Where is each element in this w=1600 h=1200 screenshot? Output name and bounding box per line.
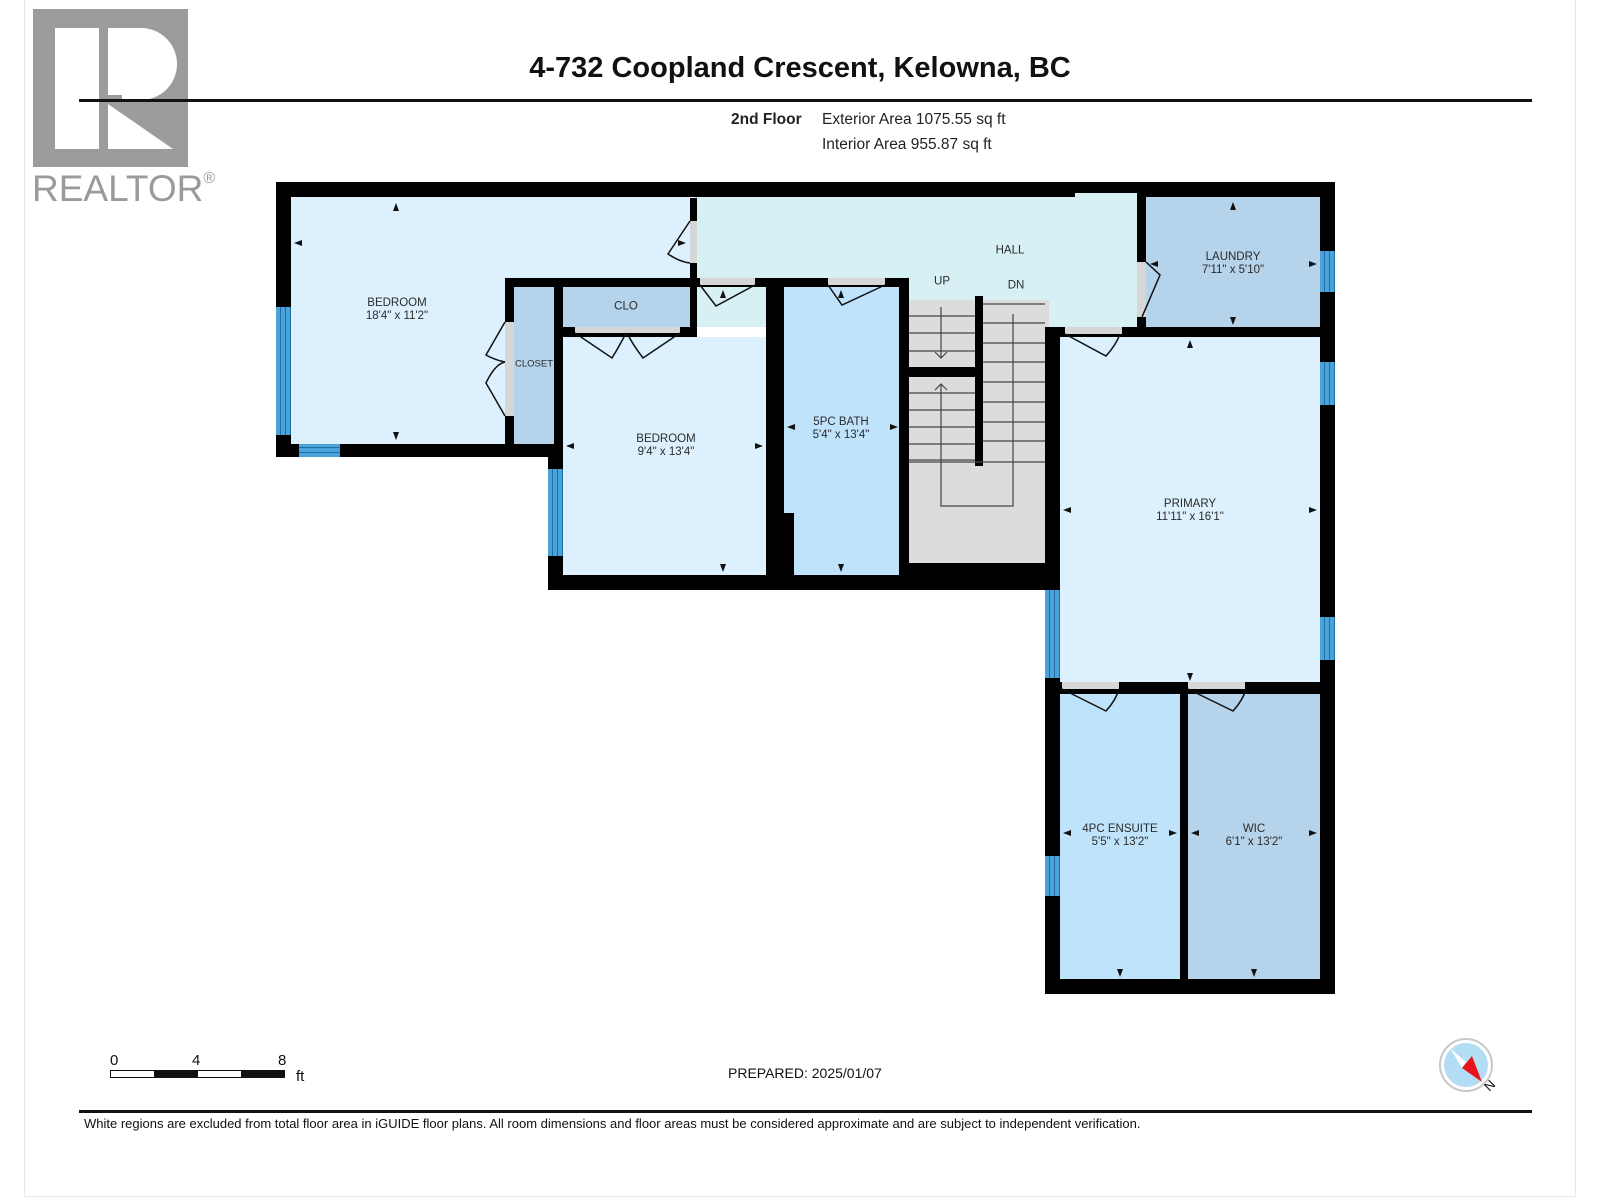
dimension-arrow (1169, 830, 1177, 836)
wall (554, 278, 563, 575)
window (1320, 617, 1335, 660)
page-frame (24, 0, 1576, 1197)
dimension-arrow (1187, 340, 1193, 348)
window (1320, 362, 1335, 405)
window (1045, 590, 1060, 678)
footer-disclaimer: White regions are excluded from total fl… (84, 1116, 1141, 1131)
label-clo: CLO (614, 300, 638, 313)
prepared-date: PREPARED: 2025/01/07 (728, 1065, 882, 1081)
door-opening (1188, 682, 1245, 689)
realtor-logo (33, 9, 188, 167)
dimension-arrow (393, 432, 399, 440)
door-opening (505, 322, 514, 416)
scale-tick-4: 4 (192, 1052, 201, 1069)
window (299, 444, 340, 457)
room-primary (1060, 337, 1320, 682)
window (276, 307, 291, 435)
dimension-arrow (755, 443, 763, 449)
dimension-arrow (838, 564, 844, 572)
wall (505, 278, 695, 287)
dimension-arrow (1063, 507, 1071, 513)
room-5pc-bath (784, 287, 899, 575)
dimension-arrow (1117, 969, 1123, 977)
dimension-arrow (1309, 830, 1317, 836)
wall (1049, 327, 1335, 337)
room-clo (563, 287, 690, 327)
wall (899, 563, 1049, 590)
door-opening (690, 221, 697, 263)
dimension-arrow (1191, 830, 1199, 836)
floor-name: 2nd Floor (731, 111, 802, 128)
stairs-down-label: DN (1007, 279, 1025, 292)
dimension-arrow (890, 424, 898, 430)
label-hall: HALL (995, 244, 1025, 257)
compass-icon (1439, 1038, 1493, 1092)
page-title: 4-732 Coopland Crescent, Kelowna, BC (529, 52, 1071, 84)
window (1045, 856, 1060, 896)
door-opening (1137, 262, 1146, 317)
realtor-wordmark: REALTOR® (32, 168, 216, 209)
room-wic (1188, 694, 1320, 979)
room-laundry (1146, 197, 1320, 327)
dimension-arrow (1251, 969, 1257, 977)
stairs-up-label: UP (934, 275, 950, 288)
window (548, 469, 563, 556)
room-bedroom-2 (563, 337, 766, 575)
dimension-arrow (838, 290, 844, 298)
scale-bar-graphic (110, 1070, 285, 1078)
wall (909, 367, 975, 377)
scale-tick-8: 8 (278, 1052, 287, 1069)
wall (276, 182, 1335, 197)
dimension-arrow (1309, 261, 1317, 267)
dimension-arrow (1150, 261, 1158, 267)
scale-unit: ft (296, 1068, 305, 1085)
window (1320, 251, 1335, 292)
dimension-arrow (787, 424, 795, 430)
dimension-arrow (1063, 830, 1071, 836)
wall (784, 513, 794, 575)
wall (899, 278, 909, 563)
interior-area: Interior Area 955.87 sq ft (822, 136, 992, 153)
dimension-arrow (1230, 202, 1236, 210)
dimension-arrow (1309, 507, 1317, 513)
exterior-area: Exterior Area 1075.55 sq ft (822, 111, 1006, 128)
door-opening (1065, 327, 1122, 334)
dimension-arrow (294, 240, 302, 246)
wall (1180, 682, 1188, 994)
dimension-arrow (720, 564, 726, 572)
dimension-arrow (393, 203, 399, 211)
dimension-arrow (720, 290, 726, 298)
dimension-arrow (566, 443, 574, 449)
door-opening (1062, 682, 1119, 689)
footer-rule (79, 1110, 1532, 1113)
dimension-arrow (1230, 317, 1236, 325)
wall (276, 444, 554, 457)
door-opening (700, 278, 755, 285)
wall (975, 296, 983, 466)
dimension-arrow (678, 240, 686, 246)
wall (1045, 979, 1335, 994)
room-closet (514, 287, 554, 444)
wall (690, 198, 697, 335)
dimension-arrow (1187, 673, 1193, 681)
scale-tick-0: 0 (110, 1052, 119, 1069)
title-rule (79, 99, 1532, 102)
label-closet: CLOSET (514, 358, 554, 370)
wall (690, 278, 909, 287)
room-4pc-ensuite (1060, 694, 1180, 979)
wall (766, 278, 784, 575)
hall-bump (1075, 193, 1137, 203)
door-opening (828, 278, 885, 285)
door-opening (575, 327, 680, 333)
